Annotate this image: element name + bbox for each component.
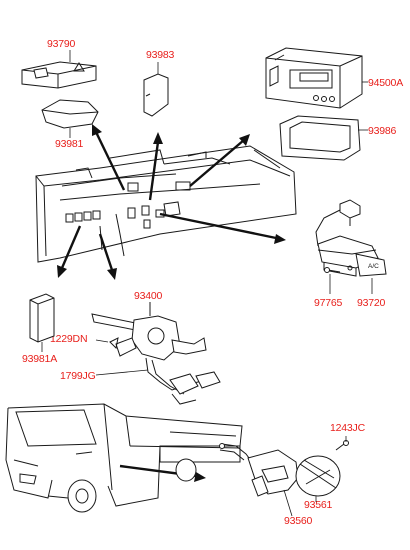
- hazard-switch-93790: [21, 61, 97, 89]
- label-93400: 93400: [134, 290, 163, 302]
- clock-slot: [127, 182, 139, 192]
- clock-bezel-93986: [279, 115, 361, 161]
- blank-cover-93981a: [29, 293, 55, 343]
- label-93986: 93986: [368, 125, 397, 137]
- blank-cover-93983: [143, 73, 169, 117]
- lamp-93561: [295, 455, 341, 497]
- label-1799jg: 1799JG: [60, 370, 96, 382]
- dash-slot: [175, 181, 191, 191]
- callout-arrows: [57, 124, 286, 482]
- label-1243jc: 1243JC: [330, 422, 366, 434]
- switch-assembly-93560: [219, 443, 299, 497]
- screw-1229dn: [109, 337, 119, 350]
- label-93561: 93561: [304, 499, 333, 511]
- instrument-panel: [35, 145, 297, 263]
- switch-cover-93981: [41, 99, 99, 129]
- multifunction-switch-93400: [91, 302, 221, 405]
- truck-illustration: [5, 403, 243, 513]
- screw-97765: [324, 267, 341, 273]
- label-93981: 93981: [55, 138, 84, 150]
- label-93981a: 93981A: [22, 353, 57, 365]
- label-1229dn: 1229DN: [50, 333, 87, 345]
- label-97765: 97765: [314, 297, 343, 309]
- label-93790: 93790: [47, 38, 76, 50]
- label-93720: 93720: [357, 297, 386, 309]
- label-93983: 93983: [146, 49, 175, 61]
- ac-switch-93720: A/C: [315, 199, 387, 277]
- label-94500a: 94500A: [368, 77, 403, 89]
- label-93560: 93560: [284, 515, 313, 527]
- digital-clock-94500a: [265, 47, 363, 109]
- hazard-triangle-icon: [73, 62, 85, 72]
- ac-switch-marking: A/C: [368, 263, 379, 270]
- screw-1243jc: [335, 440, 349, 451]
